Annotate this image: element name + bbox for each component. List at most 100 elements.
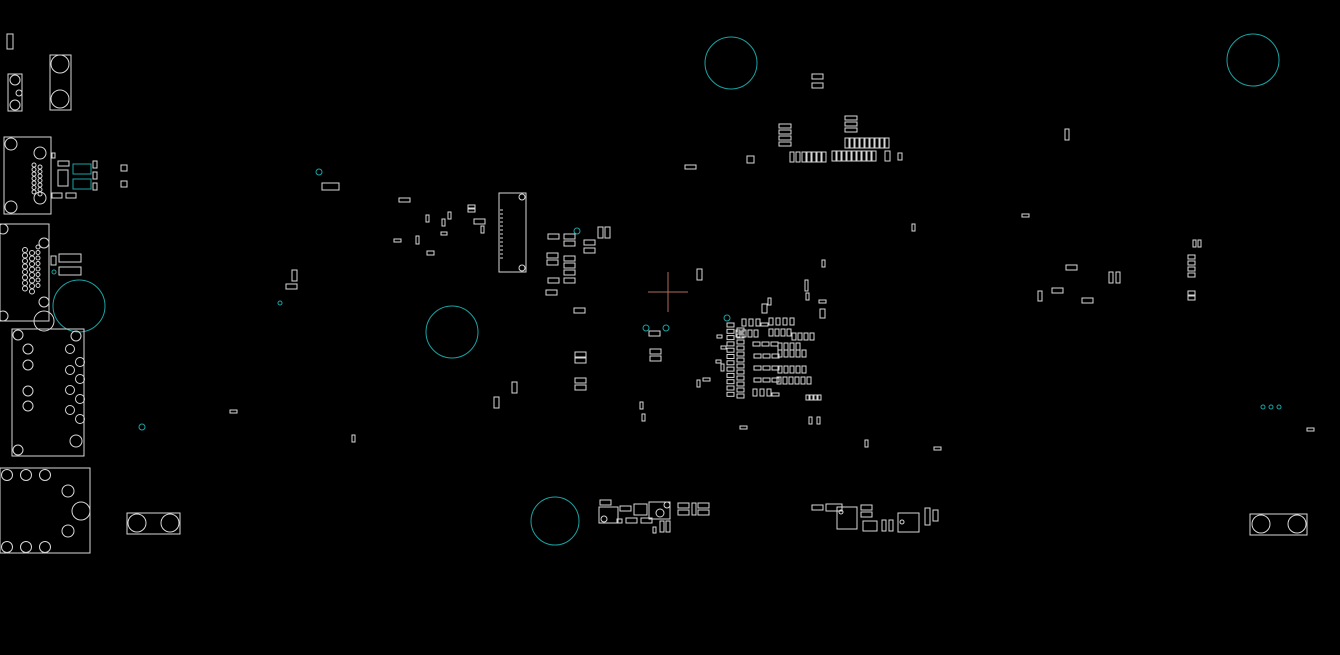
pad	[659, 520, 665, 533]
pad-hole	[35, 255, 41, 261]
pad	[51, 192, 63, 199]
pad-hole	[9, 74, 21, 86]
pad	[831, 150, 837, 162]
pad-hole	[33, 191, 47, 205]
pad-hole	[65, 365, 75, 375]
pad	[778, 141, 792, 147]
pad	[563, 233, 576, 240]
pad	[473, 218, 486, 225]
bga-pad	[736, 393, 745, 399]
pad	[789, 151, 795, 163]
pad-hole	[31, 185, 37, 190]
pad-hole	[22, 385, 34, 397]
pad-hole	[35, 244, 41, 250]
pad-hole	[75, 357, 85, 367]
pad	[715, 359, 722, 364]
bga-pad	[795, 349, 801, 358]
pad	[696, 379, 701, 388]
bga-pad	[783, 349, 789, 358]
pad	[879, 137, 885, 149]
pad-hole	[31, 167, 37, 172]
bga-pad	[786, 328, 792, 337]
pad	[702, 377, 711, 382]
bga-pad	[795, 365, 801, 374]
pad	[619, 505, 632, 512]
bga-pad	[774, 328, 780, 337]
pad	[652, 526, 657, 534]
pad-hole	[35, 250, 41, 255]
via	[573, 227, 581, 235]
pad	[869, 137, 875, 149]
pad	[696, 268, 703, 281]
pad	[640, 517, 653, 524]
pad	[574, 384, 587, 391]
pad	[864, 137, 870, 149]
pad	[351, 434, 356, 443]
pad	[563, 269, 576, 276]
pad-hole	[35, 261, 41, 266]
pad	[760, 322, 769, 327]
bga-pad	[748, 318, 754, 327]
pad	[691, 502, 697, 516]
bga-pad	[726, 366, 735, 372]
pad	[321, 182, 340, 191]
bga-pad	[800, 376, 806, 385]
via	[1268, 404, 1274, 410]
pad	[573, 307, 586, 314]
pad	[547, 233, 560, 240]
bga-pad	[768, 328, 774, 337]
bga-pad	[782, 376, 788, 385]
pad	[599, 499, 612, 506]
pad	[1037, 290, 1043, 302]
bga-pad	[736, 363, 745, 369]
pad-hole	[31, 189, 37, 195]
bga-pad	[755, 318, 761, 327]
pad-hole	[22, 400, 34, 412]
pad-hole	[75, 414, 85, 424]
pad-hole	[50, 89, 70, 109]
pad	[862, 520, 878, 532]
pad-hole	[33, 146, 47, 160]
pad	[849, 137, 855, 149]
pad	[811, 504, 824, 511]
component-outline	[897, 512, 920, 533]
pad	[806, 151, 812, 163]
bga-pad	[789, 317, 795, 326]
pad	[884, 150, 891, 162]
pad	[597, 226, 604, 239]
bga-pad	[797, 332, 803, 341]
pad	[92, 182, 98, 191]
pad-hole	[37, 187, 43, 192]
pad	[57, 160, 70, 167]
bga-pad	[771, 365, 780, 371]
bga-pad	[726, 391, 735, 397]
bga-pad	[801, 365, 807, 374]
pad-hole	[22, 274, 28, 281]
component-outline	[49, 54, 72, 111]
pad	[861, 150, 867, 162]
pad-hole	[31, 171, 37, 177]
pad	[677, 502, 690, 509]
bga-pad	[762, 377, 771, 383]
pad	[574, 357, 587, 364]
pad-hole	[37, 182, 43, 188]
pad	[1108, 271, 1114, 284]
connector-outline	[0, 223, 50, 322]
pad-hole	[22, 359, 34, 371]
pad	[809, 394, 814, 401]
pad	[563, 255, 576, 262]
pad	[804, 279, 809, 292]
mounting-hole	[52, 279, 106, 333]
pad	[51, 152, 56, 159]
pad-hole	[31, 180, 37, 186]
bga-pad	[795, 342, 801, 351]
bga-pad	[789, 342, 795, 351]
bga-pad	[736, 357, 745, 363]
pad	[1064, 128, 1070, 141]
component-outline	[836, 506, 858, 530]
bga-pad	[753, 329, 759, 338]
bga-pad	[801, 349, 807, 358]
pad	[871, 150, 877, 162]
